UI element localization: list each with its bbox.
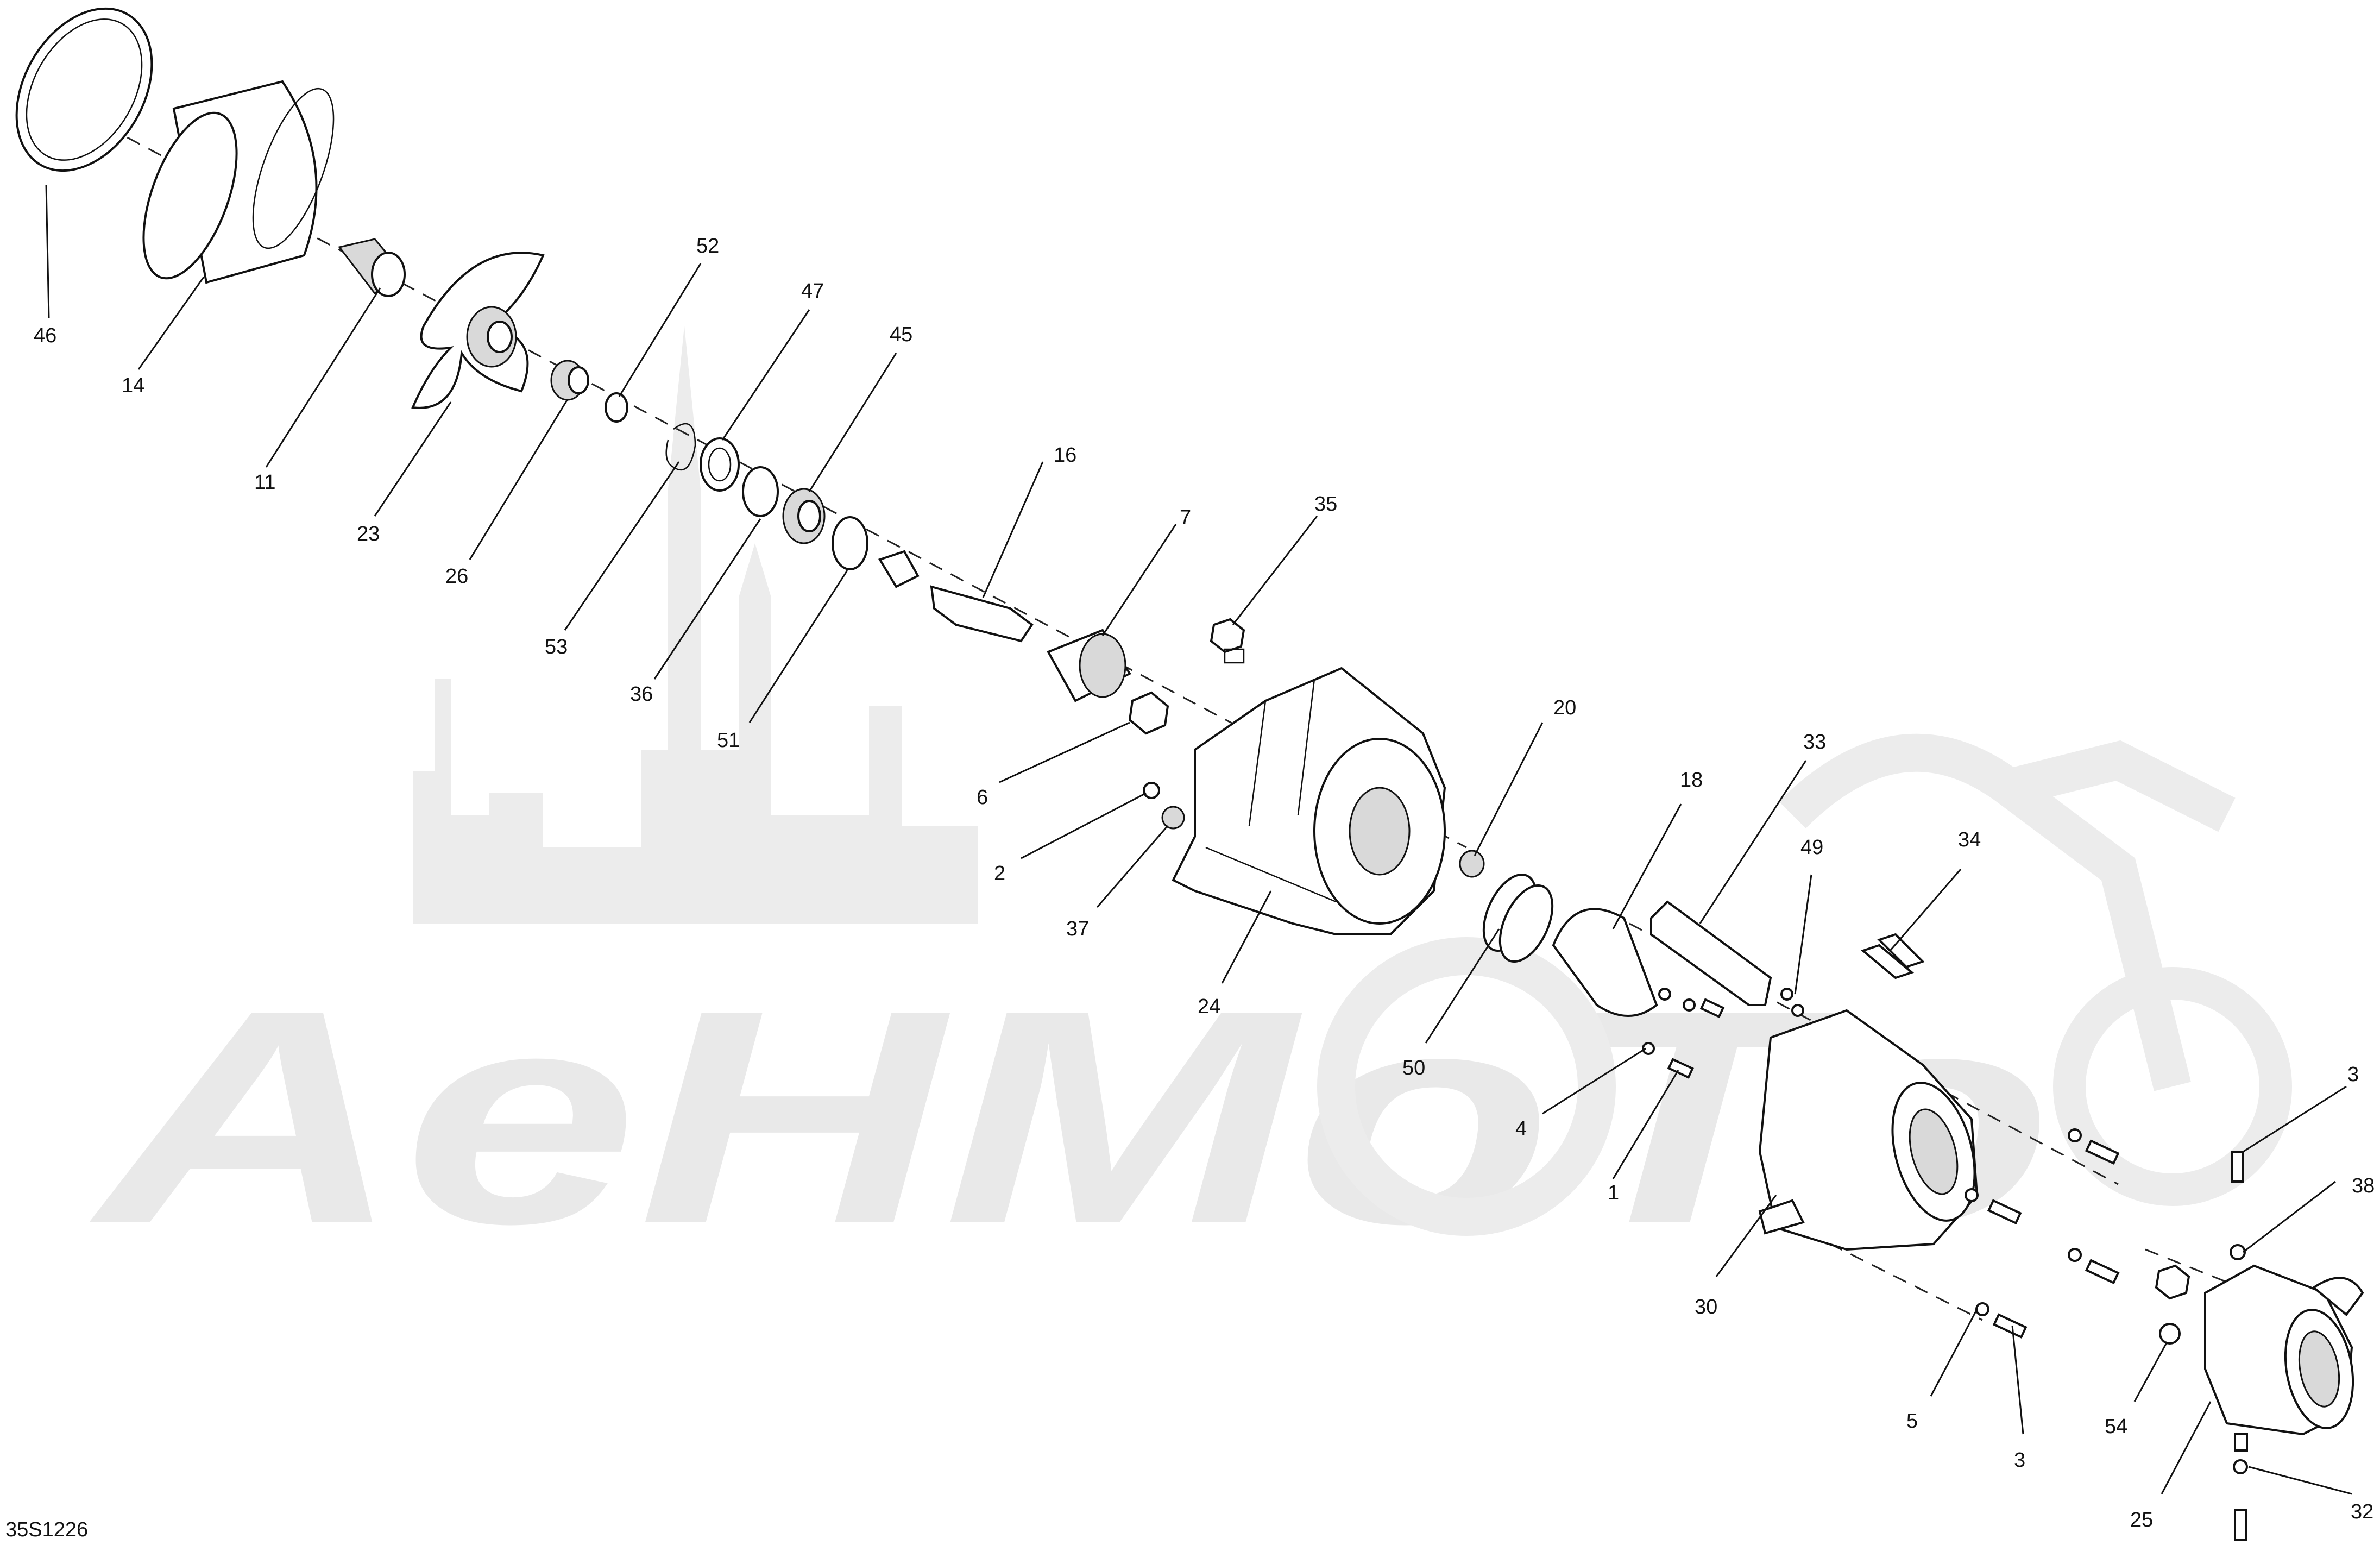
callout-3-bottom: 3 bbox=[2014, 1449, 2025, 1472]
nut-part bbox=[1128, 691, 1169, 735]
pump-housing-part bbox=[1172, 667, 1446, 935]
needle-bearing-part bbox=[550, 360, 589, 401]
seal-part bbox=[700, 437, 740, 492]
housing-bearing-part bbox=[1047, 629, 1131, 702]
callout-3-top: 3 bbox=[2347, 1063, 2359, 1086]
support-bar-part bbox=[1650, 900, 1772, 1006]
callout-18: 18 bbox=[1680, 769, 1703, 792]
callout-38: 38 bbox=[2352, 1175, 2375, 1197]
bearing-part bbox=[782, 488, 826, 544]
diagram-code: 35S1226 bbox=[5, 1518, 88, 1541]
drain-plug-part bbox=[1210, 618, 1245, 664]
callout-37: 37 bbox=[1066, 918, 1089, 940]
callout-11: 11 bbox=[254, 471, 275, 494]
callout-23: 23 bbox=[357, 523, 380, 545]
callout-35: 35 bbox=[1314, 493, 1337, 516]
housing-bushing-part bbox=[1459, 850, 1485, 878]
callout-53: 53 bbox=[545, 636, 568, 658]
callout-33: 33 bbox=[1803, 731, 1826, 753]
hardware-small-part bbox=[1642, 988, 1804, 1079]
callouts: 46 14 11 23 26 52 47 45 53 36 51 16 7 6 … bbox=[34, 235, 2375, 1531]
wear-ring-part bbox=[15, 7, 153, 172]
nozzle-washer-part bbox=[2159, 1323, 2181, 1345]
nozzle-part bbox=[2204, 1264, 2364, 1436]
callout-36: 36 bbox=[630, 683, 653, 706]
screw-part bbox=[1143, 782, 1160, 799]
watermark-frame bbox=[1779, 733, 2236, 1091]
callout-32: 32 bbox=[2351, 1500, 2373, 1523]
impeller-part bbox=[411, 252, 545, 409]
callout-46: 46 bbox=[34, 324, 56, 347]
shim-plates-part bbox=[1860, 933, 1925, 979]
bushing-part bbox=[878, 550, 920, 588]
callout-47: 47 bbox=[801, 280, 824, 303]
leader-lines bbox=[45, 184, 2352, 1495]
spacer-ring-part bbox=[742, 466, 779, 517]
callout-49: 49 bbox=[1800, 836, 1823, 859]
callout-2: 2 bbox=[994, 862, 1005, 885]
callout-16: 16 bbox=[1054, 444, 1076, 467]
callout-20: 20 bbox=[1553, 696, 1576, 719]
cone-cap-part bbox=[1552, 908, 1658, 1017]
circlip-part bbox=[665, 423, 696, 471]
callout-51: 51 bbox=[717, 729, 740, 752]
callout-7: 7 bbox=[1180, 506, 1191, 529]
callout-50: 50 bbox=[1402, 1057, 1425, 1079]
callout-24: 24 bbox=[1198, 995, 1220, 1018]
cone-part bbox=[338, 238, 406, 297]
callout-6: 6 bbox=[977, 786, 988, 809]
callout-45: 45 bbox=[890, 323, 912, 346]
callout-25: 25 bbox=[2130, 1509, 2153, 1531]
callout-4: 4 bbox=[1515, 1117, 1527, 1140]
shaft-part bbox=[930, 585, 1034, 643]
sleeve-part bbox=[142, 80, 335, 284]
watermark-front-wheel bbox=[2053, 967, 2292, 1206]
watermark-skyline bbox=[413, 326, 978, 924]
callout-52: 52 bbox=[696, 235, 719, 258]
callout-14: 14 bbox=[122, 374, 144, 397]
callout-1: 1 bbox=[1608, 1182, 1619, 1204]
callout-30: 30 bbox=[1695, 1296, 1717, 1318]
bolts-part bbox=[1965, 1128, 2248, 1541]
cap-part bbox=[1161, 806, 1185, 830]
watermark: AeHMoTo bbox=[85, 326, 2292, 1287]
nozzle-nut-part bbox=[2155, 1264, 2190, 1300]
callout-5: 5 bbox=[1906, 1410, 1918, 1433]
callout-54: 54 bbox=[2105, 1415, 2127, 1438]
watermark-text: AeHMoTo bbox=[85, 947, 2053, 1287]
venturi-part bbox=[1758, 1009, 1979, 1251]
o-ring-part bbox=[832, 516, 868, 570]
callout-26: 26 bbox=[445, 565, 468, 588]
housing-o-rings-part bbox=[1482, 873, 1554, 963]
small-o-ring-part bbox=[605, 392, 628, 423]
watermark-rear-wheel bbox=[1317, 937, 1616, 1236]
callout-34: 34 bbox=[1958, 828, 1981, 851]
